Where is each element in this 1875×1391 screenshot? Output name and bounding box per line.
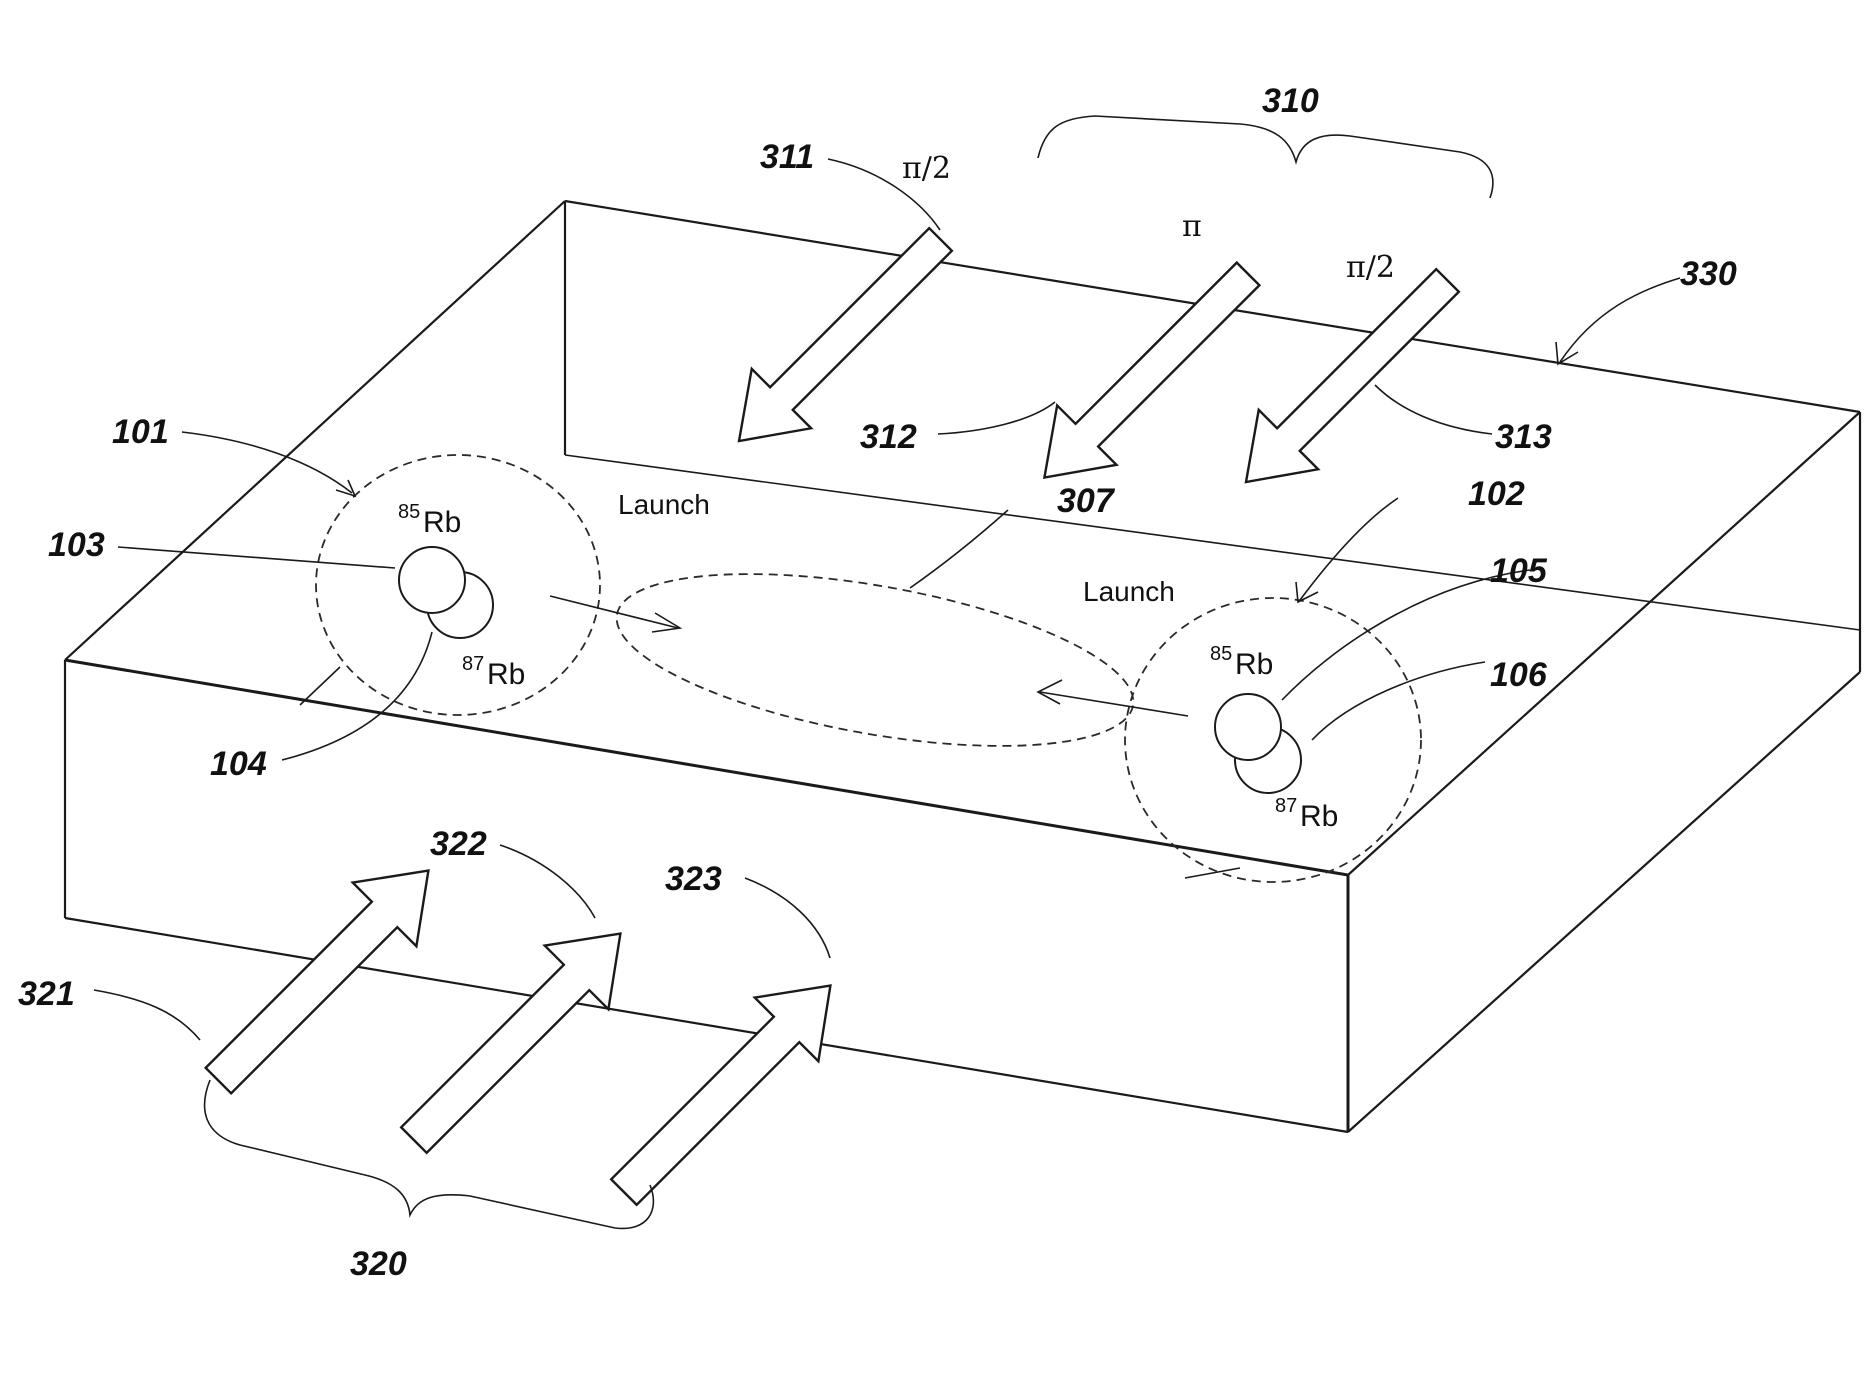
element-rb-87-left: Rb — [487, 658, 525, 691]
pulse-arrow-323 — [592, 954, 862, 1224]
ref-101: 101 — [112, 413, 169, 451]
element-rb-85-right: Rb — [1235, 648, 1273, 681]
ref-307: 307 — [1057, 482, 1116, 520]
isotope-85-right: 85 — [1210, 643, 1232, 665]
element-rb-87-right: Rb — [1300, 800, 1338, 833]
upper-pulse-arrows — [709, 116, 1493, 512]
pulse-label-1: π/2 — [902, 151, 951, 186]
atom-label-85rb-left: 85 Rb — [398, 501, 461, 539]
atom-label-87rb-right: 87 Rb — [1275, 795, 1338, 833]
ref-320: 320 — [350, 1245, 407, 1283]
launch-label-left: Launch — [618, 489, 710, 520]
isotope-87-right: 87 — [1275, 795, 1297, 817]
pulse-label-3: π/2 — [1346, 250, 1395, 285]
ref-330: 330 — [1680, 255, 1737, 293]
left-atom-source — [316, 455, 600, 715]
ref-106: 106 — [1490, 656, 1548, 694]
pulse-arrow-321 — [187, 839, 461, 1113]
atom-85rb-right — [1215, 694, 1281, 760]
ref-310: 310 — [1262, 82, 1319, 120]
launch-label-right: Launch — [1083, 576, 1175, 607]
ref-311: 311 — [760, 138, 814, 176]
element-rb-85-left: Rb — [423, 506, 461, 539]
ref-322: 322 — [430, 825, 487, 863]
ref-313: 313 — [1495, 418, 1552, 456]
atom-label-85rb-right: 85 Rb — [1210, 643, 1273, 681]
ref-102: 102 — [1468, 475, 1525, 513]
pulse-arrow-311 — [709, 210, 970, 471]
pulse-arrow-312 — [1015, 244, 1278, 507]
brace-310 — [1038, 116, 1493, 198]
isotope-87-left: 87 — [462, 653, 484, 675]
ref-323: 323 — [665, 860, 722, 898]
pulse-label-2: π — [1182, 209, 1202, 244]
ref-105: 105 — [1490, 552, 1548, 590]
atom-85rb-left — [399, 547, 465, 613]
ref-321: 321 — [18, 975, 75, 1013]
isotope-85-left: 85 — [398, 501, 420, 523]
pulse-arrow-322 — [382, 902, 652, 1172]
atom-label-87rb-left: 87 Rb — [462, 653, 525, 691]
lower-pulse-arrows — [187, 839, 863, 1229]
ref-312: 312 — [860, 418, 917, 456]
launch-arrow-left — [550, 596, 680, 632]
vacuum-chamber-box — [65, 201, 1860, 1132]
interaction-region-307 — [604, 542, 1146, 779]
ref-103: 103 — [48, 526, 105, 564]
ref-104: 104 — [210, 745, 267, 783]
right-atom-source — [1125, 598, 1421, 882]
launch-arrow-right — [1038, 680, 1188, 716]
